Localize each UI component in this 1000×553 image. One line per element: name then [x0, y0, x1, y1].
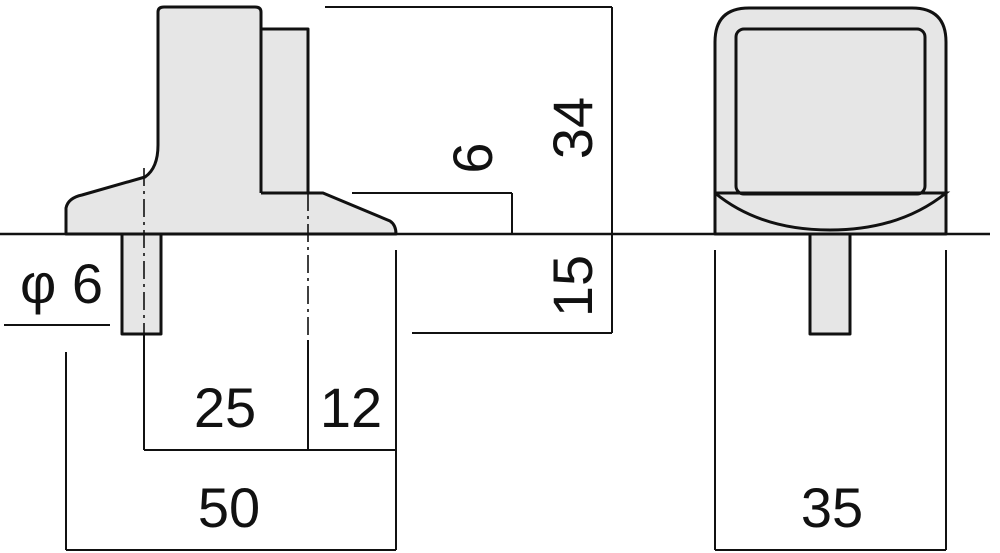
side-base-curve [714, 191, 951, 232]
label-left-offset: 25 [194, 376, 256, 439]
side-body-window [734, 27, 927, 196]
label-total-width: 50 [198, 476, 260, 539]
side-pin [808, 232, 852, 336]
label-pin-length: 15 [541, 255, 604, 317]
label-pin-diameter: φ 6 [20, 252, 103, 315]
dimension-lines [4, 6, 947, 551]
front-view [64, 5, 398, 340]
front-pin [120, 232, 163, 336]
label-right-offset: 12 [320, 376, 382, 439]
dimension-labels: φ 6 25 12 50 35 34 6 15 [20, 97, 863, 539]
side-view [713, 6, 951, 336]
label-total-height: 34 [541, 97, 604, 159]
label-side-width: 35 [801, 476, 863, 539]
front-body [64, 5, 398, 236]
label-base-height: 6 [441, 142, 504, 173]
